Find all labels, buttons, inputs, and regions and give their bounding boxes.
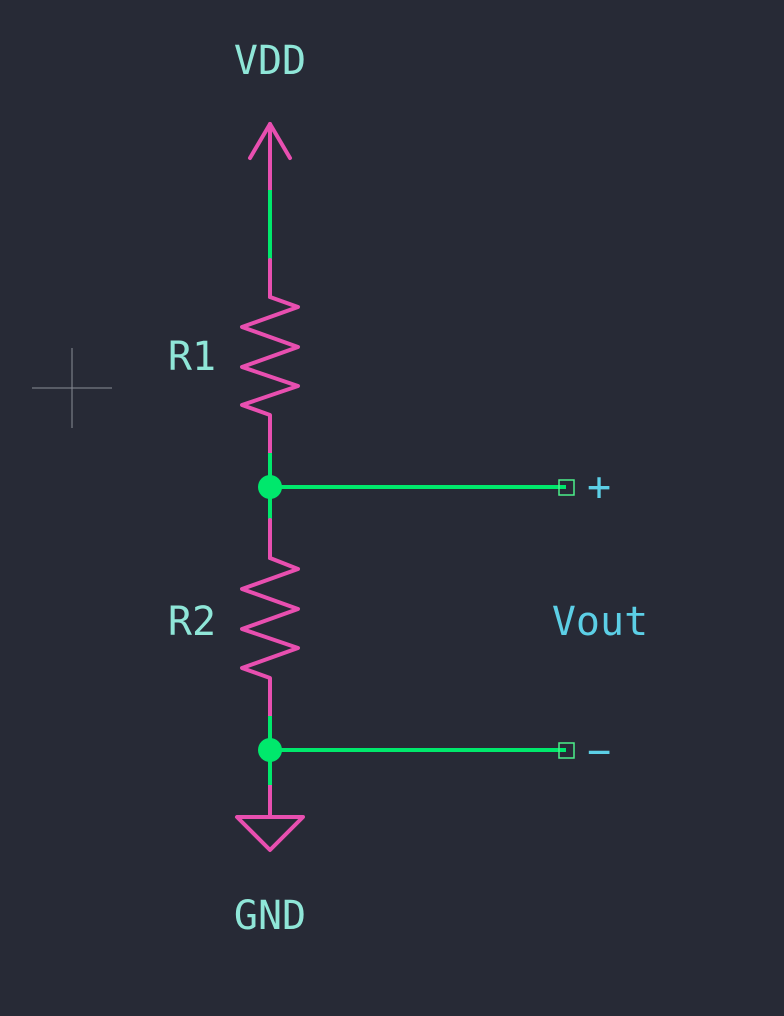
crosshair-cursor-icon (32, 348, 112, 428)
junction-dot-mid (258, 475, 282, 499)
port-minus-terminal[interactable] (558, 742, 575, 759)
wire-vout-minus[interactable] (268, 716, 566, 785)
port-plus-terminal[interactable] (558, 479, 575, 496)
plus-label: + (587, 464, 611, 510)
ground-symbol[interactable] (235, 785, 305, 852)
gnd-label: GND (234, 893, 306, 939)
vdd-power-symbol[interactable] (248, 122, 292, 192)
junction-dot-gnd (258, 738, 282, 762)
resistor-r1[interactable] (240, 258, 300, 455)
resistor-r2[interactable] (240, 518, 300, 718)
r1-label: R1 (168, 334, 216, 380)
vout-label: Vout (552, 599, 648, 645)
vdd-label: VDD (234, 38, 306, 84)
r2-label: R2 (168, 599, 216, 645)
wire-vout-plus[interactable] (268, 453, 566, 520)
minus-label: − (587, 729, 611, 775)
